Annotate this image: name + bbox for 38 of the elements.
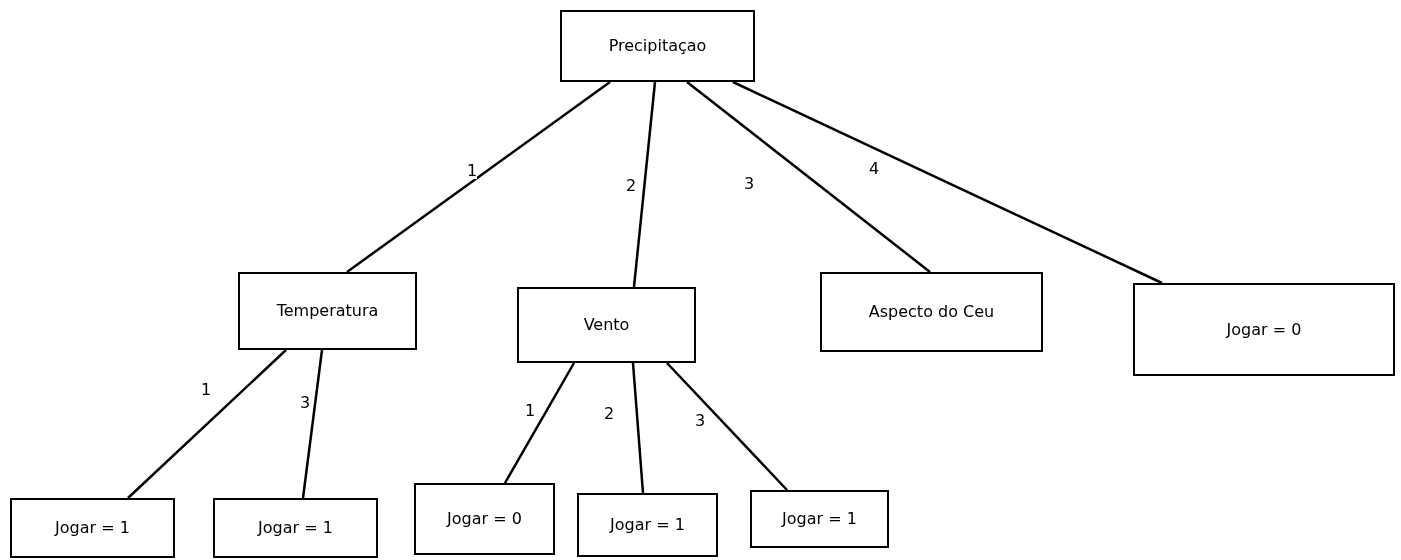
node-box [560, 10, 755, 82]
connector-line [503, 362, 576, 484]
connector-line [632, 81, 657, 288]
node-text: Jogar = 1 [256, 517, 334, 539]
edge-label: 4 [869, 161, 880, 177]
node-box [10, 498, 175, 558]
connector-line [346, 81, 611, 273]
edge-label: 2 [604, 406, 615, 422]
node-box [517, 287, 696, 363]
node-box [414, 483, 555, 555]
node-text: Jogar = 0 [445, 508, 523, 530]
node-text: Aspecto do Ceu [867, 301, 996, 323]
node-text: Jogar = 1 [53, 517, 131, 539]
node-text: Jogar = 1 [608, 514, 686, 536]
node-box [1133, 283, 1395, 376]
edge-label: 1 [525, 403, 536, 419]
connector-line [666, 362, 788, 491]
edge-label: 3 [695, 413, 706, 429]
node-box [238, 272, 417, 350]
node-text: Precipitaçao [607, 35, 708, 57]
edge-label: 1 [201, 382, 212, 398]
connector-line [732, 80, 1163, 285]
edge-label: 1 [467, 163, 478, 179]
node-text: Jogar = 0 [1224, 318, 1303, 341]
node-box [750, 490, 889, 548]
node-box [213, 498, 378, 558]
node-text: Vento [582, 314, 631, 336]
connector-line [301, 349, 324, 499]
connector-line [686, 81, 931, 273]
edge-label: 2 [626, 178, 637, 194]
node-box [577, 493, 718, 557]
connector-line [127, 349, 287, 499]
node-text: Jogar = 1 [780, 508, 858, 530]
node-text: Temperatura [275, 300, 380, 322]
node-box [820, 272, 1043, 352]
edge-label: 3 [744, 176, 755, 192]
edge-label: 3 [300, 395, 311, 411]
connector-line [631, 362, 645, 494]
